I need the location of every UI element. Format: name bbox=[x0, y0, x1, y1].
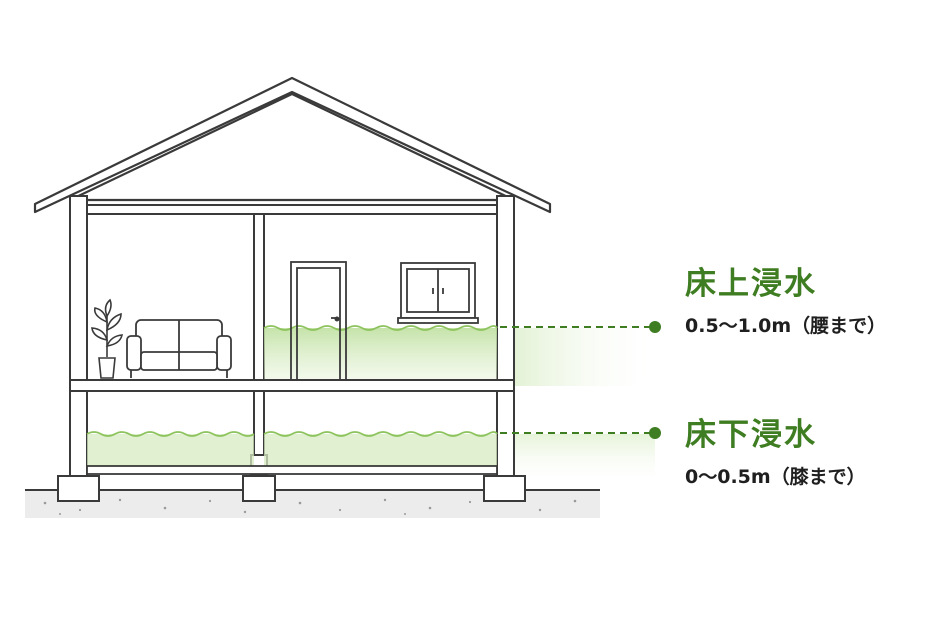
underfloor-flooding-label: 床下浸水 0〜0.5m（膝まで） bbox=[685, 417, 866, 489]
roof bbox=[33, 76, 552, 214]
plant-icon bbox=[91, 298, 124, 379]
sill-plate bbox=[86, 465, 498, 475]
underfloor-leader bbox=[500, 427, 661, 439]
floor-slab bbox=[69, 379, 515, 392]
above-floor-water-glow bbox=[500, 328, 660, 386]
footings bbox=[57, 475, 526, 502]
above-floor-water bbox=[263, 325, 498, 380]
walls bbox=[69, 195, 515, 383]
sofa-icon bbox=[126, 319, 232, 378]
above-floor-flooding-label: 床上浸水 0.5〜1.0m（腰まで） bbox=[685, 266, 886, 338]
underfloor-flooding-title: 床下浸水 bbox=[685, 417, 817, 453]
above-floor-flooding-title: 床上浸水 bbox=[685, 266, 817, 302]
ceiling-beam bbox=[69, 204, 515, 215]
above-floor-flooding-depth: 0.5〜1.0m（腰まで） bbox=[685, 315, 887, 337]
above-floor-leader bbox=[500, 321, 661, 333]
underfloor-flooding-depth: 0〜0.5m（膝まで） bbox=[685, 466, 866, 488]
window-icon bbox=[397, 262, 479, 324]
underfloor-water bbox=[86, 431, 498, 468]
